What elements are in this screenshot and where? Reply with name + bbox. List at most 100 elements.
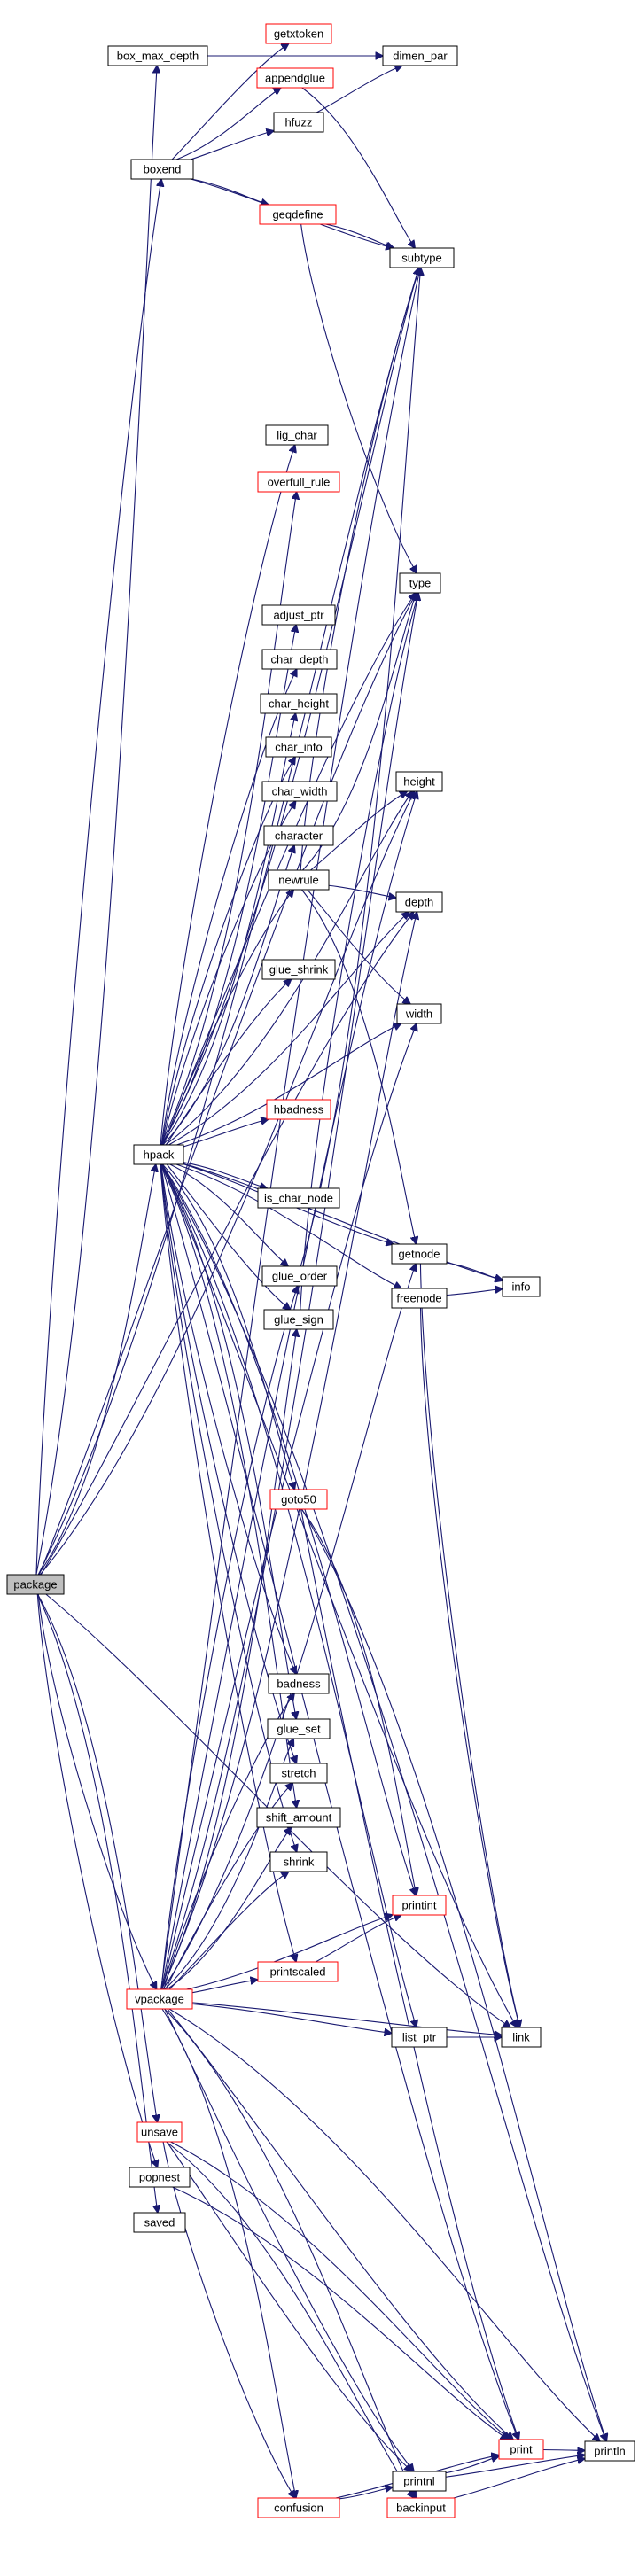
edge-hpack-to-newrule <box>163 890 294 1146</box>
node-vpackage[interactable]: vpackage <box>126 1988 193 2010</box>
edge-hpack-to-char_info <box>161 757 295 1146</box>
node-freenode-label: freenode <box>396 1292 441 1305</box>
node-getnode-box <box>391 1243 448 1265</box>
node-list_ptr-box <box>391 2027 448 2048</box>
edge-layer <box>35 43 607 2500</box>
edge-getnode-to-link <box>419 1263 519 2027</box>
node-hbadness[interactable]: hbadness <box>266 1099 331 1120</box>
node-confusion[interactable]: confusion <box>257 2497 340 2518</box>
node-hfuzz-label: hfuzz <box>284 116 312 129</box>
edge-package-to-hpack <box>37 1164 156 1576</box>
edge-package-to-vpackage <box>37 1593 156 1989</box>
node-getxtoken[interactable]: getxtoken <box>265 23 332 44</box>
node-stretch: stretch <box>269 1763 328 1784</box>
node-printint[interactable]: printint <box>392 1895 447 1916</box>
node-glue_shrink-box <box>261 959 336 980</box>
node-getnode: getnode <box>391 1243 448 1265</box>
node-hfuzz: hfuzz <box>273 112 324 133</box>
node-appendglue-box <box>256 67 334 89</box>
edge-hpack-to-freenode <box>175 1163 401 1288</box>
node-freenode-box <box>391 1288 448 1309</box>
node-unsave-label: unsave <box>141 2126 178 2139</box>
node-boxend: boxend <box>130 159 194 180</box>
edge-freenode-to-info <box>446 1288 503 1296</box>
edge-vpackage-to-glue_set <box>164 1739 294 1990</box>
node-printint-label: printint <box>401 1899 436 1912</box>
edge-vpackage-to-glue_sign <box>160 1329 296 1990</box>
node-printscaled-box <box>257 1961 339 1982</box>
node-char_depth-label: char_depth <box>270 653 328 666</box>
edge-hpack-to-width <box>176 1023 401 1146</box>
node-newrule-label: newrule <box>278 874 319 887</box>
node-appendglue[interactable]: appendglue <box>256 67 334 89</box>
edge-freenode-to-link <box>419 1307 520 2027</box>
node-character: character <box>263 825 334 846</box>
edge-package-to-unsave <box>37 1593 157 2122</box>
node-goto50[interactable]: goto50 <box>269 1489 328 1510</box>
edge-vpackage-to-confusion <box>161 2008 296 2498</box>
edge-vpackage-to-height <box>160 791 417 1990</box>
node-printscaled[interactable]: printscaled <box>257 1961 339 1982</box>
node-character-label: character <box>275 829 323 843</box>
node-println-label: println <box>594 2445 625 2458</box>
edge-geqdefine-to-subtype <box>325 223 394 248</box>
node-overfull_rule-label: overfull_rule <box>268 476 331 489</box>
edge-hpack-to-println <box>161 1163 606 2441</box>
edge-hpack-to-char_depth <box>160 669 297 1146</box>
edge-vpackage-to-printint <box>186 1915 393 1990</box>
node-stretch-label: stretch <box>281 1767 316 1780</box>
node-appendglue-label: appendglue <box>265 72 325 85</box>
edge-hpack-to-glue_sign <box>166 1163 290 1310</box>
edge-vpackage-to-width <box>161 1023 417 1990</box>
node-is_char_node-box <box>257 1187 340 1209</box>
node-popnest: popnest <box>129 2167 191 2188</box>
edge-newrule-to-width <box>307 889 410 1004</box>
node-char_info-label: char_info <box>275 741 322 754</box>
edge-vpackage-to-stretch <box>165 1783 292 1990</box>
node-height: height <box>395 771 443 792</box>
edge-package-to-boxend <box>35 179 161 1576</box>
edge-popnest-to-print <box>172 2186 509 2440</box>
node-dimen_par: dimen_par <box>382 45 458 66</box>
edge-vpackage-to-println <box>168 2008 600 2441</box>
edge-hpack-to-goto50 <box>162 1163 294 1490</box>
node-glue_sign-label: glue_sign <box>274 1313 323 1327</box>
node-glue_order-label: glue_order <box>272 1270 328 1283</box>
node-depth-box <box>395 891 443 913</box>
edge-package-to-type <box>38 593 417 1576</box>
edge-vpackage-to-depth <box>161 912 417 1990</box>
node-unsave-box <box>136 2121 183 2143</box>
node-link-box <box>501 2027 542 2048</box>
edge-hpack-to-is_char_node <box>183 1162 268 1188</box>
node-backinput[interactable]: backinput <box>386 2497 456 2518</box>
edge-hpack-to-adjust_ptr <box>160 625 296 1146</box>
node-geqdefine[interactable]: geqdefine <box>259 204 337 225</box>
node-overfull_rule[interactable]: overfull_rule <box>257 471 340 493</box>
edge-vpackage-to-list_ptr <box>191 2003 392 2033</box>
edge-hfuzz-to-dimen_par <box>316 66 402 113</box>
node-unsave[interactable]: unsave <box>136 2121 183 2143</box>
edge-boxend-to-getxtoken <box>171 43 289 160</box>
node-package: package <box>6 1574 65 1595</box>
node-printscaled-label: printscaled <box>270 1965 326 1979</box>
node-package-box <box>6 1574 65 1595</box>
node-print[interactable]: print <box>498 2439 544 2460</box>
node-newrule: newrule <box>268 869 330 891</box>
edge-printscaled-to-printint <box>315 1915 401 1963</box>
edge-newrule-to-height <box>310 791 407 871</box>
node-goto50-box <box>269 1489 328 1510</box>
edge-package-to-height <box>39 791 414 1576</box>
edge-unsave-to-confusion <box>162 2141 295 2498</box>
node-type-label: type <box>409 577 432 590</box>
edge-hpack-to-badness <box>160 1163 296 1674</box>
node-char_width: char_width <box>261 781 338 802</box>
edge-vpackage-to-backinput <box>164 2008 417 2498</box>
node-saved: saved <box>133 2212 186 2233</box>
edge-boxend-to-hfuzz <box>190 131 274 160</box>
edge-hpack-to-depth <box>168 912 409 1146</box>
edge-vpackage-to-shrink <box>168 1872 289 1990</box>
node-char_depth-box <box>261 649 338 670</box>
node-char_width-label: char_width <box>272 785 328 798</box>
edge-package-to-box_max_depth <box>35 66 157 1576</box>
